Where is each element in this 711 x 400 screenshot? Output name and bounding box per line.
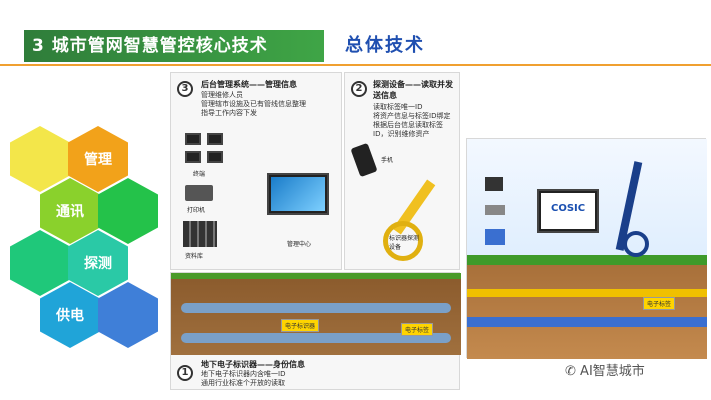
hex-label: 通讯 <box>56 204 84 220</box>
pipe-line <box>181 303 451 313</box>
printer-icon <box>185 185 213 201</box>
laptop-icon <box>537 189 599 233</box>
server-icon <box>183 221 217 247</box>
panel-marker: 电子标识器 电子标签 1 地下电子标识器——身份信息 地下电子标识器内含唯一ID… <box>170 272 461 390</box>
hex-decor-blue <box>98 282 158 348</box>
bullet: 通用行业标准个开放的读取 <box>201 379 285 387</box>
grass-strip <box>467 255 707 265</box>
marker-tag: 电子标识器 <box>281 319 320 332</box>
printer-icon <box>485 205 505 215</box>
hex-decor-green <box>98 178 158 244</box>
page-title: 3 城市管网智慧管控核心技术 <box>24 30 324 62</box>
hex-label: 供电 <box>56 308 84 324</box>
pipe-line <box>467 289 707 297</box>
hex-label: 管理 <box>84 152 112 168</box>
locator-wheel-icon <box>623 231 649 257</box>
header-divider <box>0 64 711 66</box>
bullet: 读取标签唯一ID <box>373 103 423 111</box>
page-subtitle: 总体技术 <box>345 35 425 56</box>
phone-label: 手机 <box>381 157 394 164</box>
watermark-text: AI智慧城市 <box>580 364 645 379</box>
detector-coil-icon <box>383 221 423 261</box>
hex-comm: 通讯 <box>40 178 100 244</box>
pipe-line <box>181 333 451 343</box>
cosic-brand: COSIC <box>551 203 586 214</box>
grass-strip <box>171 273 461 279</box>
terminal-icon <box>185 133 235 167</box>
marker-tag: 电子标签 <box>643 297 676 310</box>
bullet: 管理辖市设施及已有管线信息整理 <box>201 100 306 108</box>
terminal-label: 终端 <box>193 171 206 178</box>
wechat-watermark: ✆ AI智慧城市 <box>565 360 645 379</box>
step-1-badge: 1 <box>177 365 193 381</box>
panel-detector: 2 探测设备——读取并发送信息 读取标签唯一ID 将资产信息与标签ID绑定 根据… <box>344 72 460 270</box>
panel-overview: COSIC 电子标签 <box>466 138 707 359</box>
printer-label: 打印机 <box>187 207 206 214</box>
pipe-line <box>467 317 707 327</box>
hex-decor-yellow <box>10 126 70 192</box>
panel-detector-title: 探测设备——读取并发送信息 <box>373 80 453 100</box>
bullet: 根据后台信息读取标签ID，识别维修资产 <box>373 121 443 138</box>
hex-manage: 管理 <box>68 126 128 192</box>
panel-backend: 3 后台管理系统——管理信息 管理维修人员 管理辖市设施及已有管线信息整理 指导… <box>170 72 342 270</box>
bullet: 地下电子标识器内含唯一ID <box>201 370 286 378</box>
control-center-label: 管理中心 <box>287 241 312 248</box>
hex-power: 供电 <box>40 282 100 348</box>
hex-decor-teal <box>10 230 70 296</box>
step-3-badge: 3 <box>177 81 193 97</box>
bullet: 将资产信息与标签ID绑定 <box>373 112 451 120</box>
hex-label: 探测 <box>84 256 112 272</box>
phone-icon <box>350 142 378 178</box>
step-2-badge: 2 <box>351 81 367 97</box>
hex-detect: 探测 <box>68 230 128 296</box>
database-label: 资料库 <box>185 253 204 260</box>
control-center-monitor <box>267 173 329 215</box>
bullet: 指导工作内容下发 <box>201 109 257 117</box>
marker-tag: 电子标签 <box>401 323 434 336</box>
panel-backend-title: 后台管理系统——管理信息 <box>201 80 297 89</box>
soil-layer <box>467 265 707 359</box>
detector-label: 标识器探测设备 <box>389 235 420 251</box>
desktop-icon <box>485 177 503 191</box>
server-icon <box>485 229 505 245</box>
bullet: 管理维修人员 <box>201 91 243 99</box>
wechat-icon: ✆ <box>565 364 576 379</box>
panel-marker-title: 地下电子标识器——身份信息 <box>201 360 305 369</box>
